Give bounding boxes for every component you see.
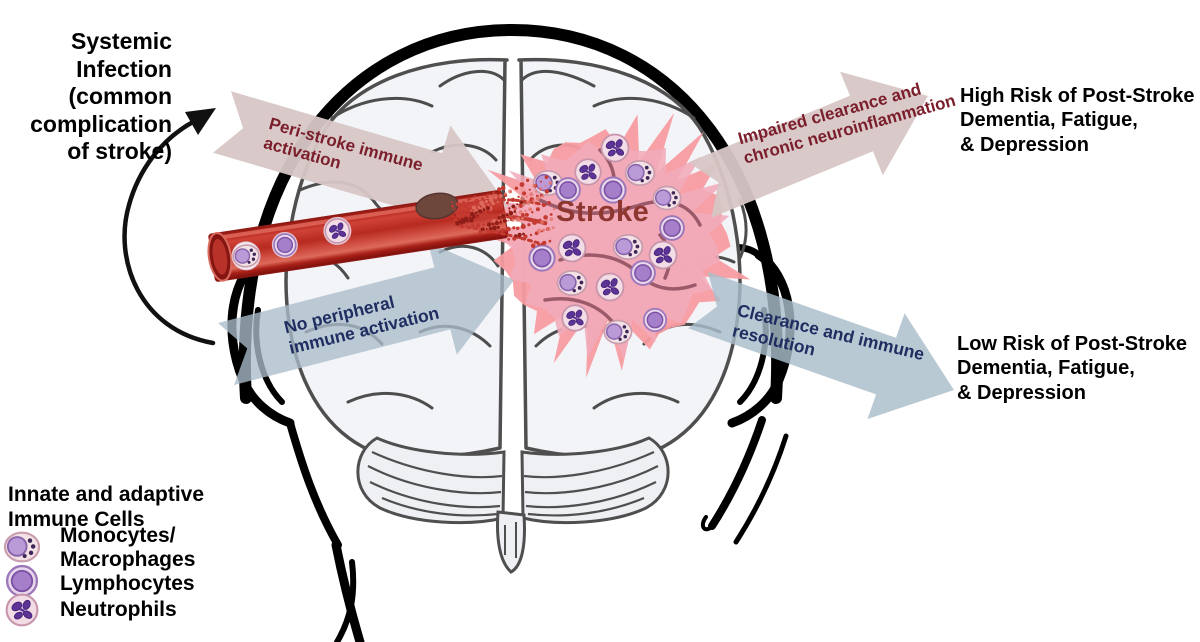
monocyte-cell — [603, 319, 633, 345]
lymphocyte-cell — [659, 215, 685, 241]
systemic-infection-label: Systemic Infection (common complication … — [30, 28, 172, 165]
monocyte-icon — [3, 531, 41, 563]
brainstem — [496, 510, 526, 574]
neutrophil-icon — [5, 593, 39, 627]
legend-title: Innate and adaptive Immune Cells — [8, 483, 205, 531]
legend-label-neutrophils: Neutrophils — [60, 598, 177, 621]
pathway-arrows — [213, 71, 954, 419]
monocyte-cell — [624, 159, 656, 187]
stroke-label: Stroke — [556, 196, 650, 228]
monocyte-cell — [612, 233, 644, 261]
low-risk-outcome-label: Low Risk of Post-Stroke Dementia, Fatigu… — [957, 333, 1188, 404]
arrow-clearance-resolution — [688, 271, 954, 419]
arrow-no-peripheral-activation — [218, 242, 514, 385]
vessel-spray — [451, 175, 556, 248]
lymphocyte-cell — [630, 260, 656, 286]
lymphocyte-cell — [642, 307, 668, 333]
legend-label-lymphocytes: Lymphocytes — [60, 572, 195, 595]
neutrophil-cell — [648, 240, 678, 270]
neutrophil-cell — [557, 233, 587, 263]
neutrophil-cell — [574, 158, 602, 186]
neutrophil-cell — [600, 133, 630, 163]
neutrophil-cell — [561, 304, 589, 332]
immune-cells-in-vessel — [230, 216, 352, 271]
high-risk-outcome-label: High Risk of Post-Stroke Dementia, Fatig… — [960, 85, 1195, 156]
lymphocyte-cell — [528, 244, 556, 272]
curved-arrowhead — [185, 108, 216, 135]
monocyte-cell — [556, 269, 588, 297]
arrow-impaired-clearance — [688, 71, 928, 218]
cerebellum — [356, 436, 670, 574]
neutrophil-cell — [595, 272, 625, 302]
curved-arrow — [122, 108, 216, 346]
legend-label-monocytes: Monocytes/ Macrophages — [60, 524, 196, 571]
blood-vessel — [207, 189, 509, 282]
stroke-region — [469, 113, 751, 378]
monocyte-cell — [652, 185, 682, 211]
